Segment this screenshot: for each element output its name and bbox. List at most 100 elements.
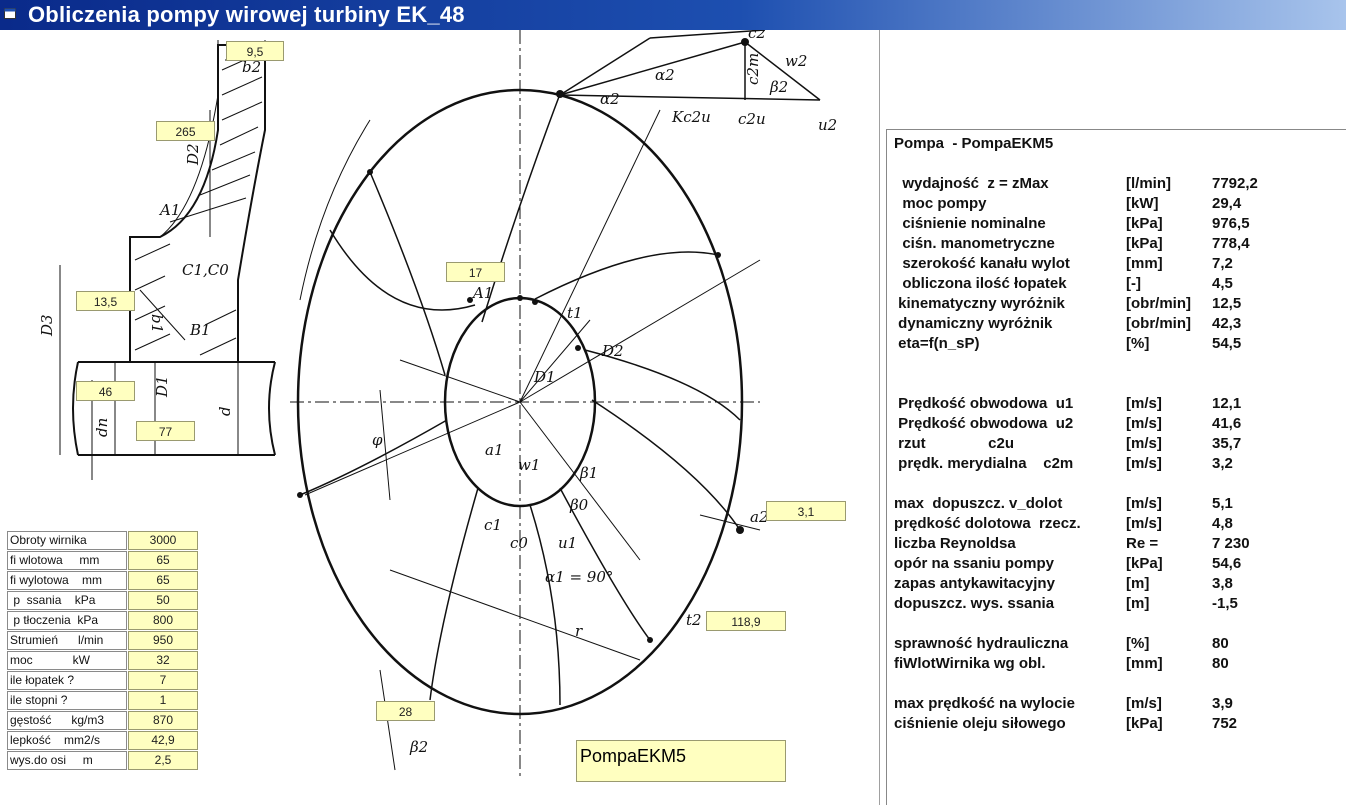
window-title: Obliczenia pompy wirowej turbiny EK_48 xyxy=(28,2,465,27)
param-label: gęstość kg/m3 xyxy=(7,711,127,730)
param-input[interactable]: 2,5 xyxy=(128,751,198,770)
param-input[interactable]: 870 xyxy=(128,711,198,730)
param-input[interactable]: 7 xyxy=(128,671,198,690)
result-unit: [kPa] xyxy=(1126,215,1163,232)
result-unit: [kPa] xyxy=(1126,715,1163,732)
label-dn: dn xyxy=(93,418,111,437)
label-kc2u: Kc2u xyxy=(671,108,711,126)
label-D3: D3 xyxy=(38,314,56,337)
result-label: wydajność z = zMax xyxy=(894,175,1049,192)
label-u1: u1 xyxy=(558,534,577,552)
param-input[interactable]: 65 xyxy=(128,571,198,590)
result-label: rzut c2u xyxy=(894,435,1015,452)
param-input[interactable]: 42,9 xyxy=(128,731,198,750)
result-unit: [kPa] xyxy=(1126,555,1163,572)
cross-section xyxy=(59,40,276,480)
result-unit: [m/s] xyxy=(1126,515,1162,532)
result-label: prędkość dolotowa rzecz. xyxy=(894,515,1081,532)
input-beta2[interactable]: 28 xyxy=(376,701,435,721)
result-value: 35,7 xyxy=(1212,435,1242,452)
result-label: moc pompy xyxy=(894,195,987,212)
param-label: lepkość mm2/s xyxy=(7,731,127,750)
result-value: 3,2 xyxy=(1212,455,1233,472)
label-c2u: c2u xyxy=(738,110,766,128)
param-input[interactable]: 50 xyxy=(128,591,198,610)
result-unit: [m] xyxy=(1126,575,1150,592)
result-label: kinematyczny wyróżnik xyxy=(894,295,1065,312)
result-unit: [obr/min] xyxy=(1126,295,1191,312)
result-value: 778,4 xyxy=(1212,235,1250,252)
param-label: fi wlotowa mm xyxy=(7,551,127,570)
result-unit: [m] xyxy=(1126,595,1150,612)
result-unit: [l/min] xyxy=(1126,175,1171,192)
result-unit: Re = xyxy=(1126,535,1159,552)
input-b2[interactable]: 9,5 xyxy=(226,41,284,61)
result-unit: [m/s] xyxy=(1126,415,1162,432)
result-label: ciśn. manometryczne xyxy=(894,235,1055,252)
pump-name-input[interactable]: PompaEKM5 xyxy=(576,740,786,782)
result-label: ciśnienie nominalne xyxy=(894,215,1046,232)
param-input[interactable]: 3000 xyxy=(128,531,198,550)
input-dn[interactable]: 46 xyxy=(76,381,135,401)
result-value: 7 230 xyxy=(1212,535,1250,552)
label-C1C0: C1,C0 xyxy=(182,261,229,279)
input-A1[interactable]: 17 xyxy=(446,262,505,282)
param-label: Strumień l/min xyxy=(7,631,127,650)
result-unit: [mm] xyxy=(1126,655,1163,672)
result-label: dynamiczny wyróżnik xyxy=(894,315,1053,332)
label-alpha2b: α2 xyxy=(600,90,620,108)
result-label: opór na ssaniu pompy xyxy=(894,555,1055,572)
result-label: sprawność hydrauliczna xyxy=(894,635,1069,652)
input-D2[interactable]: 265 xyxy=(156,121,215,141)
result-value: 12,5 xyxy=(1212,295,1242,312)
param-input[interactable]: 1 xyxy=(128,691,198,710)
label-beta2: β2 xyxy=(409,738,428,756)
param-input[interactable]: 800 xyxy=(128,611,198,630)
label-w1: w1 xyxy=(518,456,540,474)
result-label: ciśnienie oleju siłowego xyxy=(894,715,1066,732)
param-label: wys.do osi m xyxy=(7,751,127,770)
result-unit: [kW] xyxy=(1126,195,1159,212)
param-label: ile łopatek ? xyxy=(7,671,127,690)
result-label: fiWlotWirnika wg obl. xyxy=(894,655,1046,672)
result-label: liczba Reynoldsa xyxy=(894,535,1016,552)
result-value: 42,3 xyxy=(1212,315,1242,332)
result-value: 5,1 xyxy=(1212,495,1233,512)
result-value: 4,5 xyxy=(1212,275,1233,292)
param-input[interactable]: 65 xyxy=(128,551,198,570)
result-value: -1,5 xyxy=(1212,595,1238,612)
input-d[interactable]: 77 xyxy=(136,421,195,441)
result-unit: [-] xyxy=(1126,275,1141,292)
result-label: prędk. merydialna c2m xyxy=(894,455,1074,472)
result-label: max prędkość na wylocie xyxy=(894,695,1075,712)
result-value: 54,6 xyxy=(1212,555,1242,572)
label-a1: a1 xyxy=(485,441,504,459)
label-d: d xyxy=(216,406,234,416)
results-title: Pompa - PompaEKM5 xyxy=(894,135,1054,152)
result-value: 7,2 xyxy=(1212,255,1233,272)
label-alpha1: α1 = 90° xyxy=(545,568,613,586)
label-phi: φ xyxy=(372,431,383,449)
result-unit: [mm] xyxy=(1126,255,1163,272)
result-label: zapas antykawitacyjny xyxy=(894,575,1055,592)
result-value: 29,4 xyxy=(1212,195,1242,212)
result-value: 3,8 xyxy=(1212,575,1233,592)
param-input[interactable]: 32 xyxy=(128,651,198,670)
input-a2[interactable]: 3,1 xyxy=(766,501,846,521)
param-input[interactable]: 950 xyxy=(128,631,198,650)
label-beta0: β0 xyxy=(569,496,589,514)
label-D2c: D2 xyxy=(601,342,624,360)
results-panel: Pompa - PompaEKM5 wydajność z = zMax [l/m… xyxy=(886,129,1346,805)
input-b1[interactable]: 13,5 xyxy=(76,291,135,311)
label-r: r xyxy=(575,622,583,640)
result-value: 3,9 xyxy=(1212,695,1233,712)
label-A1: A1 xyxy=(158,201,180,219)
input-t2[interactable]: 118,9 xyxy=(706,611,786,631)
label-A1c: A1 xyxy=(471,284,493,302)
result-unit: [m/s] xyxy=(1126,395,1162,412)
result-unit: [m/s] xyxy=(1126,455,1162,472)
app-icon xyxy=(4,8,16,19)
label-D1: D1 xyxy=(153,375,171,398)
param-label: Obroty wirnika xyxy=(7,531,127,550)
result-label: eta=f(n_sP) xyxy=(894,335,980,352)
